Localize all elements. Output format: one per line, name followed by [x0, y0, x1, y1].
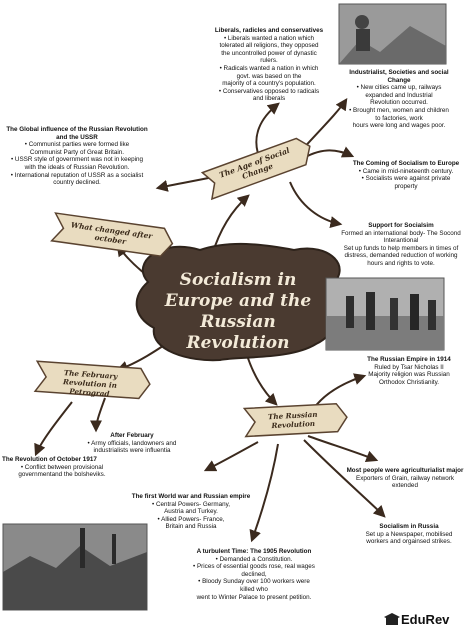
block-oct-line: governmentand the bolsheviks.: [18, 471, 106, 479]
block-after-feb-line: industrialists were influentia: [93, 447, 171, 455]
block-liberals-line: tolerated all religions, they opposed: [219, 42, 319, 50]
block-1905-title: A turbulent Time: The 1905 Revolution: [196, 548, 312, 555]
edurev-logo-text: EduRev: [401, 612, 450, 627]
block-global-title: The Global influence of the Russian Revo…: [6, 126, 148, 141]
block-oct-line: • Conflict between provisional: [20, 463, 104, 471]
block-global-line: with the ideals of Russian Revolution.: [24, 163, 130, 171]
ribbon-russian-revolution: [242, 402, 348, 438]
ribbon-what-changed-after-october: [50, 212, 174, 257]
block-agri-line: extended: [392, 482, 418, 490]
photo-lenin-speech: [338, 3, 447, 65]
block-liberals: Liberals, radicles and conservatives • L…: [204, 27, 334, 103]
block-liberals-line: the uncontrolled power of dynastic: [221, 49, 317, 57]
block-global-line: • International reputation of USSR as a …: [10, 171, 144, 179]
center-title: Socialism in Europe and the Russian Revo…: [164, 270, 312, 353]
block-liberals-line: • Liberals wanted a nation which: [223, 34, 315, 42]
block-after-february: After February • Army officials, landown…: [72, 432, 192, 455]
block-liberals-line: • Conservatives opposed to radicals: [218, 87, 320, 95]
block-global-line: • Communist parties were formed like: [24, 141, 130, 149]
block-1905-line: declined,: [241, 570, 267, 578]
block-after-feb-title: After February: [110, 432, 154, 439]
block-industrialist-title: Industrialist, Societies and social Chan…: [349, 69, 449, 84]
block-ww1-line: Britain and Russia: [165, 523, 217, 531]
block-october-1917: The Revolution of October 1917 • Conflic…: [2, 456, 122, 479]
block-ww1-title: The first World war and Russian empire: [131, 493, 251, 500]
block-coming-line: • Came in mid-nineteenth century.: [358, 167, 454, 175]
block-socialism-russia-line: Set up a Newspaper, mobilised: [365, 530, 453, 538]
block-socialism-russia: Socialism in Russia Set up a Newspaper, …: [350, 523, 468, 546]
block-support-line: Interantional: [383, 237, 419, 245]
block-liberals-line: majority of a country's population.: [222, 80, 316, 88]
block-liberals-title: Liberals, radicles and conservatives: [214, 27, 324, 34]
block-industrialist-line: to factories, work: [375, 114, 423, 122]
block-russian-empire: The Russian Empire in 1914 Ruled by Tsar…: [355, 356, 463, 386]
block-agri-line: Exporters of Grain, railway network: [356, 474, 454, 482]
block-empire-line: Majority religion was Russian: [368, 371, 450, 379]
block-empire-title: The Russian Empire in 1914: [367, 356, 451, 363]
block-socialism-russia-line: workers and orgainsed strikes.: [366, 538, 452, 546]
block-agriculturalist: Most people were agriculturialist major …: [338, 467, 472, 490]
block-first-world-war: The first World war and Russian empire •…: [124, 493, 258, 531]
block-liberals-line: govt. was based on the: [236, 72, 302, 80]
block-ww1-line: • Allied Powers- France,: [157, 515, 225, 523]
block-coming-line: • Socialists were against private: [361, 175, 451, 183]
ribbon-february-label: The February Revolution in Petrograd: [62, 368, 118, 399]
block-ww1-line: Austria and Turkey.: [164, 508, 218, 516]
block-industrialist-line: • New cities came up, railways: [356, 84, 442, 92]
block-global-line: country declined.: [53, 179, 101, 187]
block-1905-line: went to Winter Palace to present petitio…: [196, 593, 312, 601]
block-1905-line: • Demanded a Constitution.: [215, 555, 293, 563]
block-ww1-line: • Central Powers- Germany,: [151, 500, 231, 508]
block-coming-line: property: [394, 182, 418, 190]
block-empire-line: Ruled by Tsar Nicholas II: [374, 363, 444, 371]
block-liberals-line: rulers.: [260, 57, 278, 65]
block-industrialist-line: • Brought men, women and children: [349, 106, 449, 114]
block-global-influence: The Global influence of the Russian Revo…: [4, 126, 150, 187]
block-1905-revolution: A turbulent Time: The 1905 Revolution • …: [176, 548, 332, 601]
block-after-feb-line: • Army officials, landowners and: [87, 439, 177, 447]
block-industrialist: Industrialist, Societies and social Chan…: [338, 69, 460, 130]
block-global-line: Communist Party of Great Britain.: [29, 148, 125, 156]
block-1905-line: • Bloody Sunday over 100 workers were: [198, 578, 310, 586]
block-support-line: distress, demanded reduction of working: [344, 252, 458, 260]
block-empire-line: Orthodox Christianity.: [378, 378, 440, 386]
block-liberals-line: • Radicals wanted a nation in which: [219, 64, 319, 72]
block-support-line: Formed an international body- The Socond: [341, 229, 461, 237]
block-1905-line: killed who: [240, 585, 268, 593]
ribbon-russian-label: The Russian Revolution: [267, 409, 318, 431]
block-liberals-line: and liberals: [252, 95, 286, 103]
block-support-title: Support for Socialsim: [368, 222, 434, 229]
block-coming-title: The Coming of Socialism to Europe: [352, 160, 460, 167]
block-oct-title: The Revolution of October 1917: [2, 456, 97, 463]
block-global-line: • USSR style of government was not in ke…: [10, 156, 144, 164]
block-industrialist-line: Revolution occurred.: [370, 99, 428, 107]
block-industrialist-line: expanded and Industrial: [365, 91, 433, 99]
logo-graduation-cap-icon: [384, 613, 400, 625]
block-support-line: hours and rights to vote.: [367, 259, 435, 267]
photo-1905-revolution: [2, 523, 148, 611]
block-agri-title: Most people were agriculturialist major: [346, 467, 464, 474]
block-1905-line: • Prices of essential goods rose, real w…: [193, 563, 315, 571]
photo-tsar-group: [325, 277, 445, 351]
block-coming-socialism: The Coming of Socialism to Europe • Came…: [344, 160, 468, 190]
block-support-line: Set up funds to help members in times of: [343, 244, 459, 252]
ribbon-age-of-social-change: [200, 137, 311, 201]
ribbon-february-revolution: [33, 360, 151, 400]
block-industrialist-line: hours were long and wages poor.: [352, 122, 446, 130]
block-support-socialism: Support for Socialsim Formed an internat…: [332, 222, 470, 268]
block-socialism-russia-title: Socialism in Russia: [379, 523, 439, 530]
